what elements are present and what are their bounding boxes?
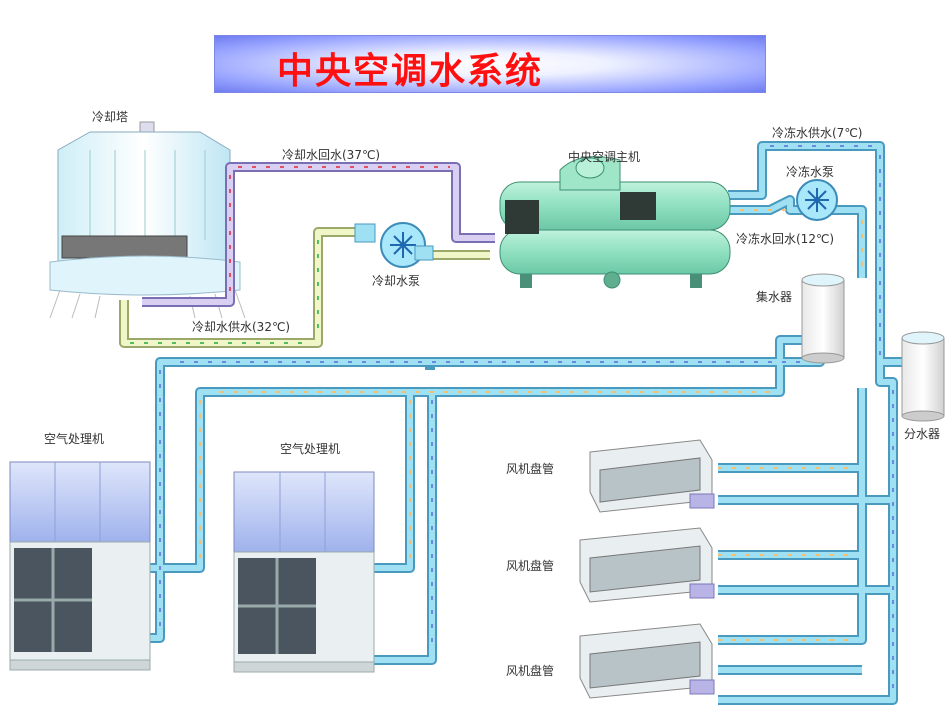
label-fcu-3: 风机盘管 — [506, 664, 555, 678]
air-handling-unit-2 — [233, 471, 375, 673]
label-collector: 集水器 — [756, 290, 793, 304]
water-collector-tank — [801, 273, 845, 364]
chilled-water-pump — [796, 179, 838, 221]
cooling-tower — [49, 121, 246, 319]
label-fcu-2: 风机盘管 — [506, 559, 555, 573]
label-cooling-tower: 冷却塔 — [92, 110, 129, 124]
label-chilled-supply: 冷冻水供水(7℃) — [772, 126, 863, 140]
page-title: 中央空调水系统 — [277, 51, 544, 92]
cooling-pump — [354, 222, 434, 268]
label-ahu-2: 空气处理机 — [280, 442, 341, 456]
label-cooling-pump: 冷却水泵 — [372, 274, 421, 288]
label-fcu-1: 风机盘管 — [506, 462, 555, 476]
chiller-unit — [499, 156, 731, 289]
water-distributor-tank — [901, 331, 945, 422]
label-distributor: 分水器 — [904, 427, 941, 441]
label-ahu-1: 空气处理机 — [44, 432, 105, 446]
air-handling-unit-1 — [9, 461, 151, 671]
label-cooling-return: 冷却水回水(37℃) — [282, 148, 381, 162]
fan-coil-unit-3 — [579, 623, 715, 699]
label-chiller: 中央空调主机 — [568, 150, 641, 164]
label-chilled-return: 冷冻水回水(12℃) — [736, 232, 835, 246]
fan-coil-unit-2 — [579, 527, 715, 603]
title-banner: 中央空调水系统 — [214, 35, 766, 93]
label-cooling-supply: 冷却水供水(32℃) — [192, 320, 291, 334]
fan-coil-unit-1 — [589, 439, 715, 513]
label-chilled-pump: 冷冻水泵 — [786, 165, 835, 179]
